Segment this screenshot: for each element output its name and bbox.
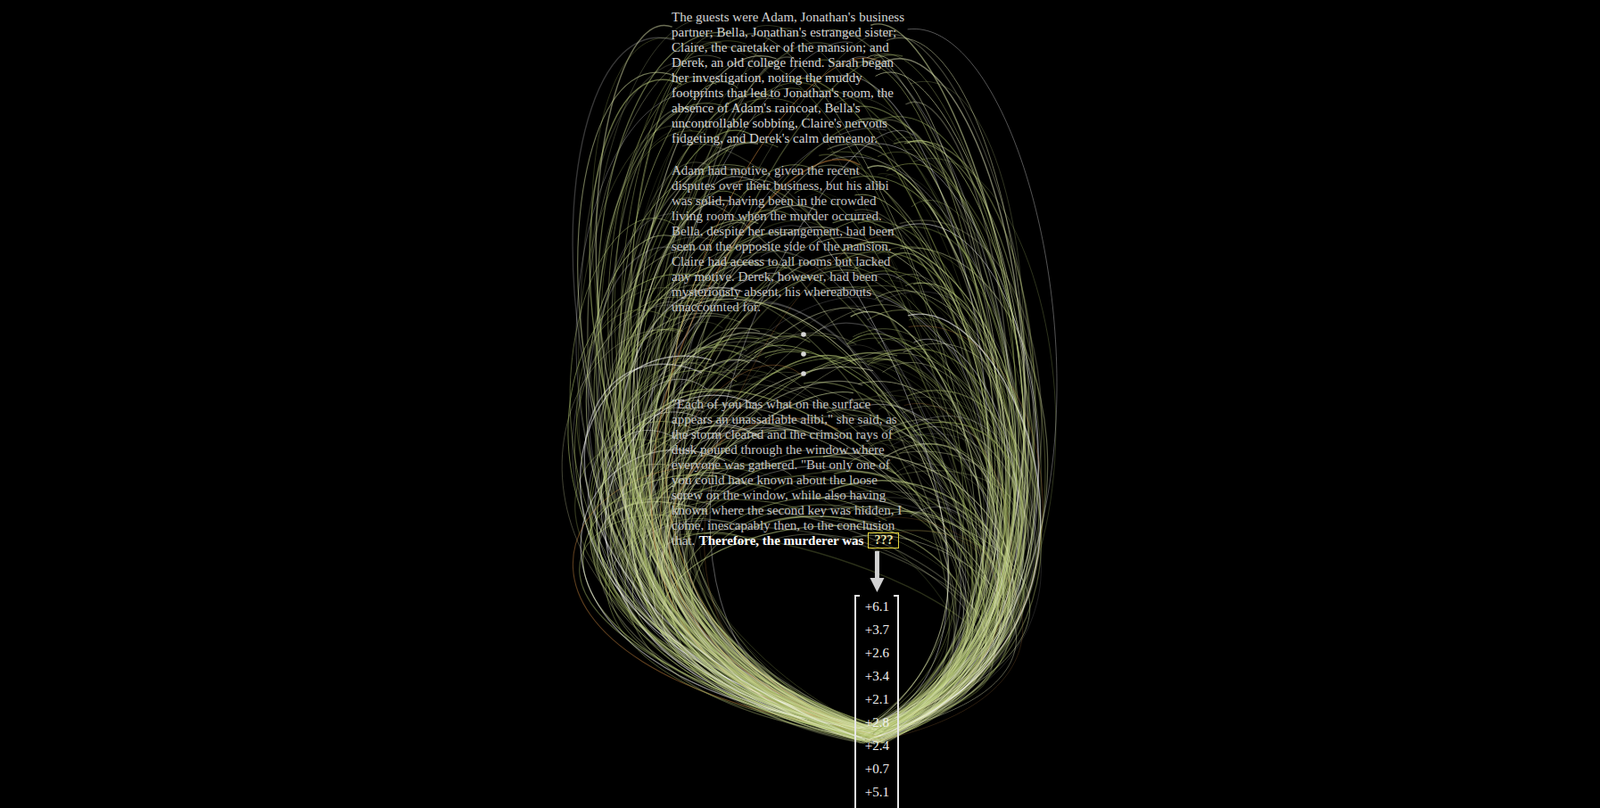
vector-entry: +5.1 xyxy=(853,783,900,800)
ellipsis-dot xyxy=(800,331,807,338)
attention-line xyxy=(672,461,961,733)
story-paragraph: The guests were Adam, Jonathan's busines… xyxy=(671,9,906,147)
unknown-token: ??? xyxy=(874,533,893,548)
story-paragraph: "Each of you has what on the surface app… xyxy=(671,396,902,548)
attention-line xyxy=(869,313,1041,740)
left-bracket xyxy=(855,595,860,808)
attention-line xyxy=(672,497,871,741)
story-paragraph: Adam had motive, given the recent disput… xyxy=(671,163,906,315)
flow-arrow xyxy=(869,551,884,593)
vector-entry: +2.1 xyxy=(853,691,900,708)
ellipsis-dots xyxy=(794,329,813,383)
vector-entry: +2.6 xyxy=(853,644,900,661)
attention-line xyxy=(876,28,1057,743)
vector-entry: +2.8 xyxy=(853,714,900,731)
attention-line xyxy=(614,41,873,741)
attention-line xyxy=(872,389,1017,728)
vector-entry: +2.4 xyxy=(853,737,900,754)
vector-entry: +3.4 xyxy=(853,668,900,685)
attention-line xyxy=(704,46,964,729)
right-bracket xyxy=(893,595,899,808)
attention-line xyxy=(812,59,1015,730)
story-paragraph-block: "Each of you has what on the surface app… xyxy=(671,396,906,549)
prediction-box: ??? xyxy=(867,532,899,549)
attention-line xyxy=(580,60,876,731)
vector-entry: +3.7 xyxy=(853,621,900,638)
arrow-shaft xyxy=(874,551,880,578)
attention-line xyxy=(859,439,985,735)
vector-entry: +0.7 xyxy=(853,760,900,777)
arrow-head xyxy=(869,577,884,593)
output-vector: +6.1 +3.7 +2.6 +3.4 +2.1 +2.8 +2.4 +0.7 +5.1 xyxy=(853,594,900,808)
attention-line xyxy=(620,41,866,736)
ellipsis-dot xyxy=(800,351,807,357)
prompt-line: Therefore, the murderer was xyxy=(699,533,865,548)
vector-entry: +6.1 xyxy=(853,598,900,615)
ellipsis-dot xyxy=(800,371,807,377)
attention-line xyxy=(587,55,884,729)
